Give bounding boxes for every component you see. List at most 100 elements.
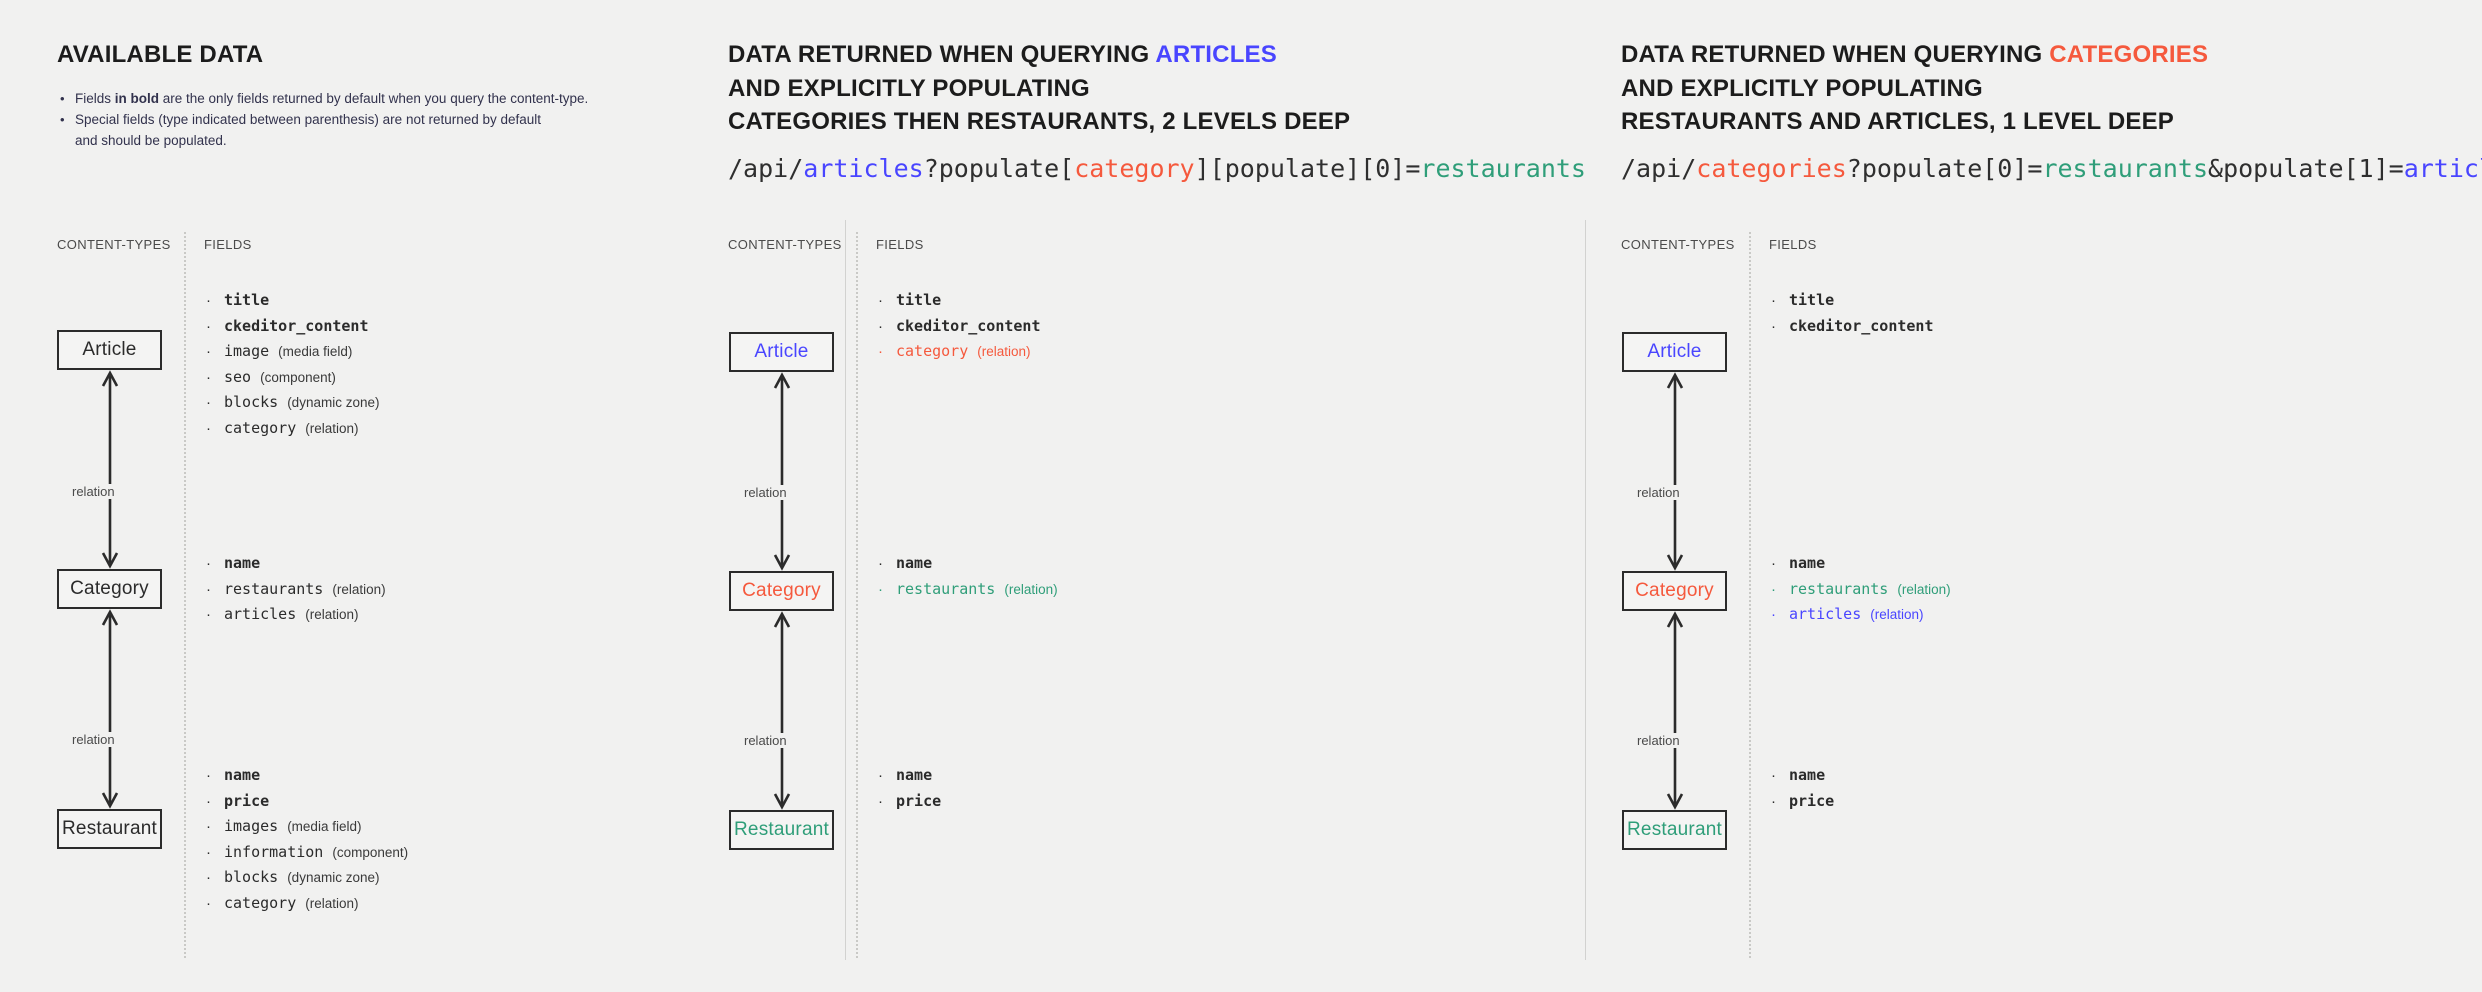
field-name: name xyxy=(224,766,261,784)
api-part: restaurants xyxy=(1420,154,1586,183)
field-name: images xyxy=(224,817,279,835)
field-row: · category (relation) xyxy=(878,339,1041,365)
relation-label-2: relation xyxy=(1632,733,1685,748)
field-row: ·articles(relation) xyxy=(206,602,386,628)
content-type-box-category[interactable]: Category xyxy=(1622,571,1727,611)
field-name: name xyxy=(224,554,261,572)
content-type-box-restaurant[interactable]: Restaurant xyxy=(57,809,162,849)
panel2-api-url: /api/articles?populate[category][populat… xyxy=(728,153,1586,185)
bullet-dot-icon: · xyxy=(206,555,211,572)
bullet-dot-icon: · xyxy=(1771,292,1776,309)
field-row: · title xyxy=(206,288,379,314)
content-type-box-restaurant[interactable]: Restaurant xyxy=(1622,810,1727,850)
bullet-dot-icon: • xyxy=(60,112,65,127)
field-row: ·information(component) xyxy=(206,840,408,866)
content-type-box-article[interactable]: Article xyxy=(57,330,162,370)
fields-group-restaurant: ·name·price·images(media field)·informat… xyxy=(206,763,408,916)
content-type-box-article[interactable]: Article xyxy=(729,332,834,372)
bullet-dot-icon: · xyxy=(1771,555,1776,572)
bullet-dot-icon: · xyxy=(878,792,883,810)
api-part: /api/ xyxy=(1621,154,1697,183)
note-item-continued: and should be populated. xyxy=(60,130,620,151)
field-name: name xyxy=(1789,766,1826,784)
field-type: (media field) xyxy=(278,344,353,359)
fields-group-article: ·title·ckeditor_content xyxy=(1771,288,1934,339)
panel-query-categories: DATA RETURNED WHEN QUERYING CATEGORIES A… xyxy=(1585,0,2482,992)
panel2-title-accent: ARTICLES xyxy=(1155,41,1277,68)
field-name: price xyxy=(1789,791,1835,810)
panel3-dotted-divider xyxy=(1749,232,1751,958)
field-name: name xyxy=(1789,554,1826,572)
bullet-dot-icon: · xyxy=(878,343,883,360)
relation-arrow-category-restaurant xyxy=(772,611,792,810)
field-type: (relation) xyxy=(977,344,1031,359)
panel2-caption-content-types: CONTENT-TYPES xyxy=(728,237,842,252)
field-name: title xyxy=(224,291,270,309)
api-part: ][populate][0]= xyxy=(1194,154,1421,183)
content-type-box-category[interactable]: Category xyxy=(57,569,162,609)
bullet-dot-icon: · xyxy=(206,580,211,598)
field-row: ·category(relation) xyxy=(206,416,379,442)
field-name: restaurants xyxy=(896,579,996,598)
panel2-dotted-divider xyxy=(856,232,858,958)
field-row: · price xyxy=(1771,789,1834,815)
panel2-title-line3: CATEGORIES THEN RESTAURANTS, 2 LEVELS DE… xyxy=(728,108,1351,135)
bullet-dot-icon: · xyxy=(206,869,211,886)
field-row: ·images(media field) xyxy=(206,814,408,840)
field-name: category xyxy=(224,893,297,912)
field-name: category xyxy=(896,342,969,360)
panel2-title-line1: DATA RETURNED WHEN QUERYING ARTICLES xyxy=(728,38,1277,71)
fields-group-category: ·name·restaurants(relation) xyxy=(878,551,1058,602)
content-type-box-article[interactable]: Article xyxy=(1622,332,1727,372)
bullet-dot-icon: · xyxy=(206,394,211,411)
field-row: · seo (component) xyxy=(206,365,379,391)
bullet-dot-icon: · xyxy=(206,368,211,386)
api-part: category xyxy=(1074,154,1195,183)
note-item: • Special fields (type indicated between… xyxy=(60,109,620,130)
field-name: image xyxy=(224,342,270,360)
bullet-dot-icon: · xyxy=(878,317,883,335)
relation-arrow-category-restaurant xyxy=(1665,611,1685,810)
field-row: ·price xyxy=(878,789,941,815)
field-name: seo xyxy=(224,367,252,386)
field-name: title xyxy=(1789,291,1835,309)
bullet-dot-icon: · xyxy=(206,419,211,437)
field-row: ·articles(relation) xyxy=(1771,602,1951,628)
api-part: categories xyxy=(1696,154,1847,183)
field-type: (dynamic zone) xyxy=(287,870,380,885)
relation-label-1: relation xyxy=(67,484,120,499)
content-type-box-restaurant[interactable]: Restaurant xyxy=(729,810,834,850)
field-row: · name xyxy=(1771,551,1951,577)
panel3-title-line3: RESTAURANTS AND ARTICLES, 1 LEVEL DEEP xyxy=(1621,108,2174,135)
panel-available-data: AVAILABLE DATA • Fields in bold are the … xyxy=(0,0,845,992)
bullet-dot-icon: · xyxy=(206,292,211,309)
api-part: &populate[1]= xyxy=(2208,154,2404,183)
field-row: ·ckeditor_content xyxy=(206,314,379,340)
fields-group-article: ·title·ckeditor_content·category(relatio… xyxy=(878,288,1041,365)
bullet-dot-icon: · xyxy=(878,555,883,572)
field-row: ·name xyxy=(878,763,941,789)
panel3-title-line1: DATA RETURNED WHEN QUERYING CATEGORIES xyxy=(1621,38,2208,71)
relation-label-2: relation xyxy=(739,733,792,748)
fields-group-article: ·title·ckeditor_content·image(media fiel… xyxy=(206,288,379,441)
relation-arrow-article-category xyxy=(100,370,120,569)
field-row: ·title xyxy=(878,288,1041,314)
field-name: blocks xyxy=(224,868,279,886)
panel3-caption-fields: FIELDS xyxy=(1769,237,1817,252)
field-row: ·restaurants(relation) xyxy=(1771,577,1951,603)
relation-arrow-article-category xyxy=(772,372,792,571)
field-row: ·blocks(dynamic zone) xyxy=(206,390,379,416)
field-type: (component) xyxy=(260,369,336,385)
field-row: ·category(relation) xyxy=(206,891,408,917)
bullet-dot-icon: · xyxy=(1771,767,1776,784)
api-part: ?populate[0]= xyxy=(1846,154,2043,183)
bullet-dot-icon: · xyxy=(1771,792,1776,810)
api-part: ?populate[ xyxy=(923,154,1075,183)
fields-group-category: · name ·restaurants(relation)·articles(rel… xyxy=(1771,551,1951,628)
field-row: · blocks (dynamic zone) xyxy=(206,865,408,891)
panel1-title: AVAILABLE DATA xyxy=(57,41,264,68)
content-type-box-category[interactable]: Category xyxy=(729,571,834,611)
field-name: ckeditor_content xyxy=(224,316,369,335)
field-type: (relation) xyxy=(1004,581,1058,597)
